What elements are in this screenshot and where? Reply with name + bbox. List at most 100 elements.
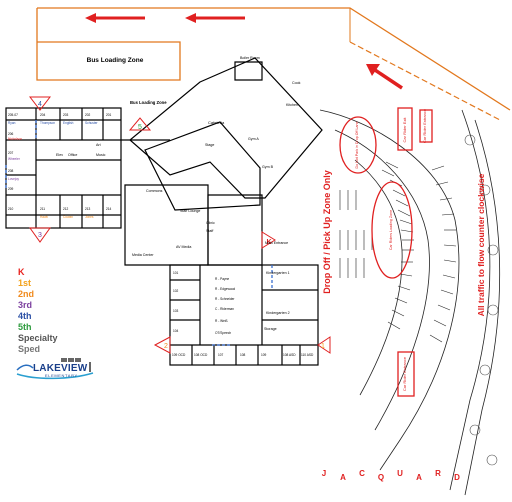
room-kindergarten-2: Kindergarten 2	[266, 311, 290, 315]
street-letter: C	[359, 469, 365, 478]
room-cook: Cook	[292, 81, 301, 85]
entrance-marker-1: 1	[321, 343, 325, 350]
entrance-triangles	[28, 96, 331, 354]
room-number: 104	[173, 329, 179, 333]
room-staff: Staff	[206, 229, 213, 233]
staff-label: C - Riderman	[215, 307, 234, 311]
teacher-name: Hawk	[40, 215, 48, 219]
teacher-name: Schuster	[85, 121, 99, 125]
legend-item-1st: 1st	[18, 278, 32, 288]
corridor-label: 107	[218, 353, 224, 357]
entrance-marker-3: 3	[38, 232, 42, 239]
room-kitchen: Kitchen	[286, 103, 298, 107]
lakeview-logo: LAKEVIEW ELEMENTARY	[15, 358, 95, 380]
teacher-name: Wheeler	[8, 157, 21, 161]
legend-item-k: K	[18, 267, 25, 277]
room-number: 213	[85, 207, 91, 211]
room-art: Art	[96, 143, 101, 147]
room-number: 208	[8, 169, 14, 173]
entrance-marker-k: K	[266, 239, 271, 246]
bottom-wing-labels: 101 102 103 104 R - Payne R - Edgewood R…	[172, 271, 314, 357]
staff-label: R - Edgewood	[215, 287, 235, 291]
room-number: 205-07	[8, 113, 18, 117]
street-letter: D	[454, 473, 460, 482]
room-number: 206	[8, 132, 14, 136]
entrance-marker-4: 4	[38, 101, 42, 108]
room-number: 214	[106, 207, 112, 211]
legend-item-4th: 4th	[18, 311, 32, 321]
exit-markers	[5, 120, 273, 346]
corridor-label: 109 OCD	[172, 353, 186, 357]
room-number: 207	[8, 151, 14, 155]
parking-lot	[319, 109, 501, 496]
parking-note-upper: Do Not Park in Drop Off Lane	[355, 122, 359, 169]
corridor-label: 110 ASD	[301, 353, 314, 357]
teacher-name: Jones	[85, 215, 94, 219]
entrance-marker-5: 5	[138, 124, 142, 131]
logo-graphic	[16, 358, 94, 380]
teacher-name: Lovejoy	[8, 177, 19, 181]
corridor-label: 109	[261, 353, 267, 357]
room-number: 212	[63, 207, 69, 211]
logo-text: LAKEVIEW	[33, 363, 88, 374]
room-number: 209	[8, 187, 14, 191]
parking-note-middle: Car Riders Loading Zone	[389, 210, 393, 250]
street-letter: J	[322, 469, 326, 478]
room-office: Office	[68, 153, 77, 157]
street-letter: U	[397, 469, 403, 478]
drop-off-zone-label: Drop Off / Pick Up Zone Only	[322, 170, 332, 294]
logo-subtext: ELEMENTARY	[45, 373, 78, 378]
car-rider-entrance-label: Car Rider Entrance	[422, 108, 427, 143]
entrance-marker-2: 2	[164, 343, 168, 350]
room-elev: Elev	[56, 153, 63, 157]
parking-annotations	[339, 107, 433, 397]
side-bus-zone-label: Bus Loading Zone	[130, 100, 167, 105]
room-number: 202	[85, 113, 91, 117]
legend-item-2nd: 2nd	[18, 289, 35, 299]
left-wing-labels: 205-07 204 203 202 201 206 207 208 209 2…	[8, 113, 112, 219]
room-media-center: Media Center	[132, 253, 154, 257]
car-rider-entrance-lower: Car Rider Entrance	[402, 356, 407, 391]
room-gym-a: Gym A	[248, 137, 259, 141]
legend-item-sped: Sped	[18, 344, 41, 354]
room-av-media: AV Media	[176, 245, 191, 249]
room-music: Music	[96, 153, 106, 157]
room-number: 102	[173, 289, 179, 293]
room-staff-lounge: Staff Lounge	[180, 209, 200, 213]
room-kindergarten-1: Kindergarten 1	[266, 271, 290, 275]
traffic-arrows	[85, 13, 403, 90]
corridor-label: 108 OCD	[194, 353, 208, 357]
room-clinic: Clinic	[206, 221, 215, 225]
teacher-name: English	[63, 121, 74, 125]
room-number: 210	[8, 207, 14, 211]
street-letter: A	[340, 473, 346, 482]
street-letter: Q	[378, 473, 384, 482]
room-number: 204	[40, 113, 46, 117]
bus-loading-zone-area: Bus Loading Zone	[36, 7, 511, 121]
corridor-label: 108	[240, 353, 246, 357]
room-commons: Commons	[146, 189, 163, 193]
car-rider-exit-label: Car Rider Exit	[402, 117, 407, 143]
room-main-entrance: Main Entrance	[265, 241, 288, 245]
room-storage: Storage	[264, 327, 277, 331]
bus-loading-zone-label: Bus Loading Zone	[87, 57, 144, 64]
room-labels: Bus Loading Zone Boiler Room Cook Kitche…	[56, 56, 301, 331]
corridor-label: 108 ASD	[283, 353, 296, 357]
street-letter: R	[435, 469, 441, 478]
room-number: 203	[63, 113, 69, 117]
staff-label: R - Payne	[215, 277, 229, 281]
traffic-flow-note: All traffic to flow counter clockwise	[476, 173, 486, 316]
parking-stalls	[339, 161, 457, 343]
legend-item-3rd: 3rd	[18, 300, 33, 310]
staff-label: R - Schneider	[215, 297, 235, 301]
room-number: 211	[40, 207, 45, 211]
room-number: 101	[173, 271, 179, 275]
teacher-name: Thompson	[40, 121, 55, 125]
teacher-name: Ryan	[8, 121, 16, 125]
room-boiler: Boiler Room	[240, 56, 260, 60]
trees	[464, 134, 499, 466]
teacher-name: Cowan	[63, 215, 73, 219]
